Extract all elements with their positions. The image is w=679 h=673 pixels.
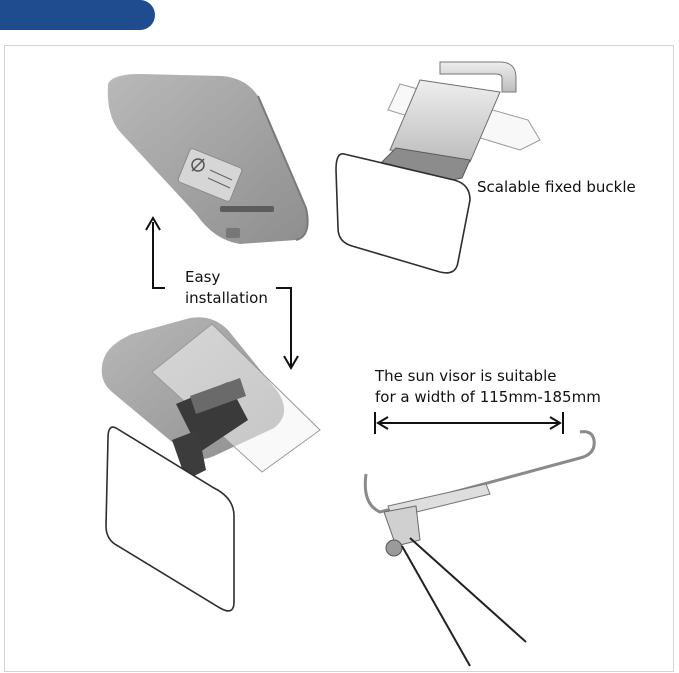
width-caption-line2: for a width of 115mm-185mm: [375, 388, 601, 406]
buckle-visor-image: [335, 61, 541, 274]
width-caption-line1: The sun visor is suitable: [375, 367, 557, 385]
installed-visor-image: [101, 317, 321, 612]
installation-arrows: [145, 216, 299, 370]
width-caption: The sun visor is suitable for a width of…: [375, 366, 601, 408]
width-range-image: [363, 412, 596, 667]
car-sun-visor-image: [107, 74, 309, 244]
installation-caption: Easy installation: [185, 267, 268, 309]
buckle-caption: Scalable fixed buckle: [477, 178, 636, 196]
header-tab: [0, 0, 155, 30]
installation-caption-line2: installation: [185, 289, 268, 307]
installation-caption-line1: Easy: [185, 268, 221, 286]
